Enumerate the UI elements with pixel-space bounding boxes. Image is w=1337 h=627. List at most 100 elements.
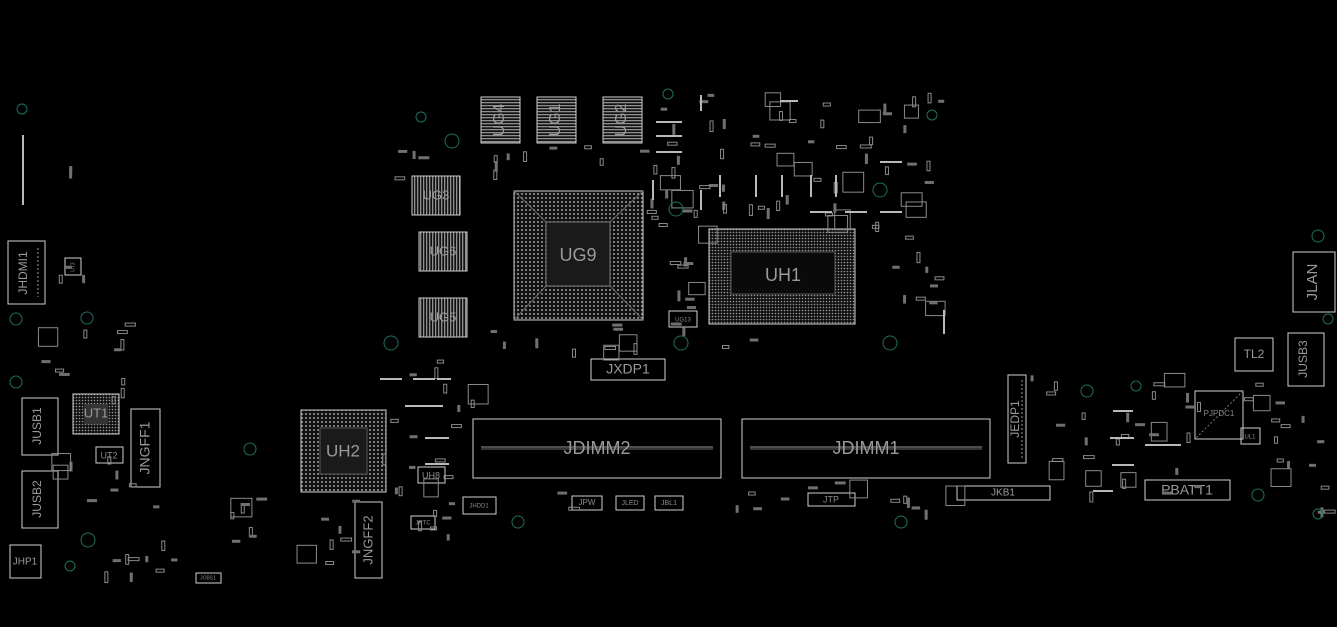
passive-part: [37, 327, 59, 347]
chip-ug4[interactable]: UG4: [480, 96, 521, 144]
passive-part: [646, 209, 657, 214]
passive-part: [684, 257, 688, 267]
passive-part: [120, 387, 125, 399]
passive-part: [924, 509, 928, 520]
passive-part: [640, 149, 650, 153]
connector-jpw[interactable]: JPW: [571, 495, 603, 511]
passive-part: [394, 487, 398, 495]
label-jdimm1: JDIMM1: [833, 438, 900, 458]
passive-part: [231, 539, 241, 543]
connector-jhp1[interactable]: JHP1: [9, 544, 42, 579]
passive-part: [927, 92, 932, 104]
passive-part: [1255, 382, 1264, 387]
passive-part: [871, 224, 880, 229]
passive-part: [670, 322, 682, 326]
passive-part: [128, 483, 137, 488]
mounting-hole: [415, 111, 427, 123]
chip-ug1[interactable]: UG1: [536, 96, 577, 144]
connector-jxdp1[interactable]: JXDP1: [590, 358, 666, 381]
passive-part: [929, 284, 938, 288]
connector-jled[interactable]: JLED: [615, 495, 645, 511]
passive-part: [757, 205, 765, 210]
chip-ug13[interactable]: UG13: [668, 310, 698, 328]
chip-ug3[interactable]: UG3: [411, 175, 461, 216]
passive-part: [230, 512, 235, 520]
passive-part: [1323, 509, 1336, 514]
component-tl2[interactable]: TL2: [1234, 337, 1274, 372]
connector-jngff2[interactable]: JNGFF2: [354, 501, 383, 579]
passive-part: [121, 378, 126, 386]
label-jngff2: JNGFF2: [360, 515, 375, 564]
cpu-uh1[interactable]: UH1: [708, 228, 856, 325]
label-pbatt1: PBATT1: [1161, 482, 1213, 498]
passive-part: [700, 95, 702, 111]
passive-part: [810, 211, 832, 213]
connector-jtp[interactable]: JTP: [807, 492, 856, 507]
connector-jrtc[interactable]: JRTC: [410, 515, 436, 530]
passive-part: [722, 204, 727, 214]
passive-part: [776, 152, 795, 167]
connector-jhdmi1[interactable]: JHDMI1: [7, 240, 46, 305]
passive-part: [748, 204, 753, 217]
label-jpw: JPW: [579, 498, 596, 507]
chip-ug5[interactable]: UG5: [418, 297, 468, 338]
passive-part: [41, 360, 51, 364]
passive-part: [1194, 485, 1202, 489]
connector-jlan[interactable]: JLAN: [1292, 251, 1336, 313]
connector-jbl1[interactable]: JBL1: [654, 495, 684, 511]
connector-jhdd1[interactable]: JHDD1: [462, 496, 497, 515]
label-jkb1: JKB1: [991, 488, 1015, 499]
passive-part: [55, 368, 65, 373]
connector-pbatt1[interactable]: PBATT1: [1144, 479, 1231, 501]
passive-part: [822, 102, 831, 107]
passive-part: [86, 499, 98, 503]
label-jhp1: JHP1: [13, 557, 38, 568]
passive-part: [618, 334, 638, 352]
passive-part: [1243, 397, 1254, 402]
chip-ut2[interactable]: UT2: [95, 446, 124, 464]
passive-part: [925, 266, 929, 273]
pch-uh2[interactable]: UH2: [300, 409, 387, 493]
passive-part: [443, 475, 454, 480]
connector-jusb1[interactable]: JUSB1: [21, 397, 59, 456]
passive-part: [250, 534, 257, 538]
mounting-hole: [882, 335, 898, 351]
connector-pjpdc1[interactable]: PJPDC1: [1194, 390, 1244, 440]
chip-ut1[interactable]: UT1: [72, 393, 120, 435]
connector-jkb1[interactable]: JKB1: [956, 485, 1051, 501]
passive-part: [523, 151, 528, 162]
passive-part: [671, 167, 676, 179]
chip-uh8[interactable]: UH8: [417, 466, 446, 484]
label-ug1: UG1: [547, 103, 564, 136]
passive-part: [699, 185, 711, 190]
mounting-hole: [80, 532, 96, 548]
passive-part: [653, 164, 658, 175]
passive-part: [693, 209, 698, 218]
passive-part: [793, 161, 813, 177]
label-jbl1: JBL1: [661, 500, 677, 507]
passive-part: [1056, 423, 1066, 427]
passive-part: [107, 456, 112, 465]
passive-part: [230, 497, 253, 518]
passive-part: [698, 225, 718, 244]
chip-ul1[interactable]: UL1: [1240, 427, 1261, 445]
slot-jdimm2[interactable]: JDIMM2: [472, 418, 722, 479]
connector-jedp1[interactable]: JEDP1: [1007, 374, 1027, 464]
connector-jusb3[interactable]: JUSB3: [1287, 332, 1325, 387]
connector-jobs1[interactable]: JOBS1: [195, 572, 222, 584]
slot-jdimm1[interactable]: JDIMM1: [741, 418, 991, 479]
passive-part: [656, 121, 682, 123]
passive-part: [907, 162, 917, 166]
chip-ug6[interactable]: UG6: [418, 231, 468, 272]
connector-jusb2[interactable]: JUSB2: [21, 470, 59, 529]
passive-part: [22, 135, 24, 205]
chip-ug2[interactable]: UG2: [602, 96, 643, 144]
passive-part: [1135, 423, 1146, 427]
passive-part: [1149, 433, 1159, 437]
label-jusb2: JUSB2: [30, 480, 44, 518]
passive-part: [827, 214, 849, 233]
connector-jngff1[interactable]: JNGFF1: [130, 408, 161, 488]
passive-part: [1320, 507, 1324, 518]
gpu-ug9[interactable]: UG9: [513, 190, 644, 321]
passive-part: [859, 144, 872, 149]
